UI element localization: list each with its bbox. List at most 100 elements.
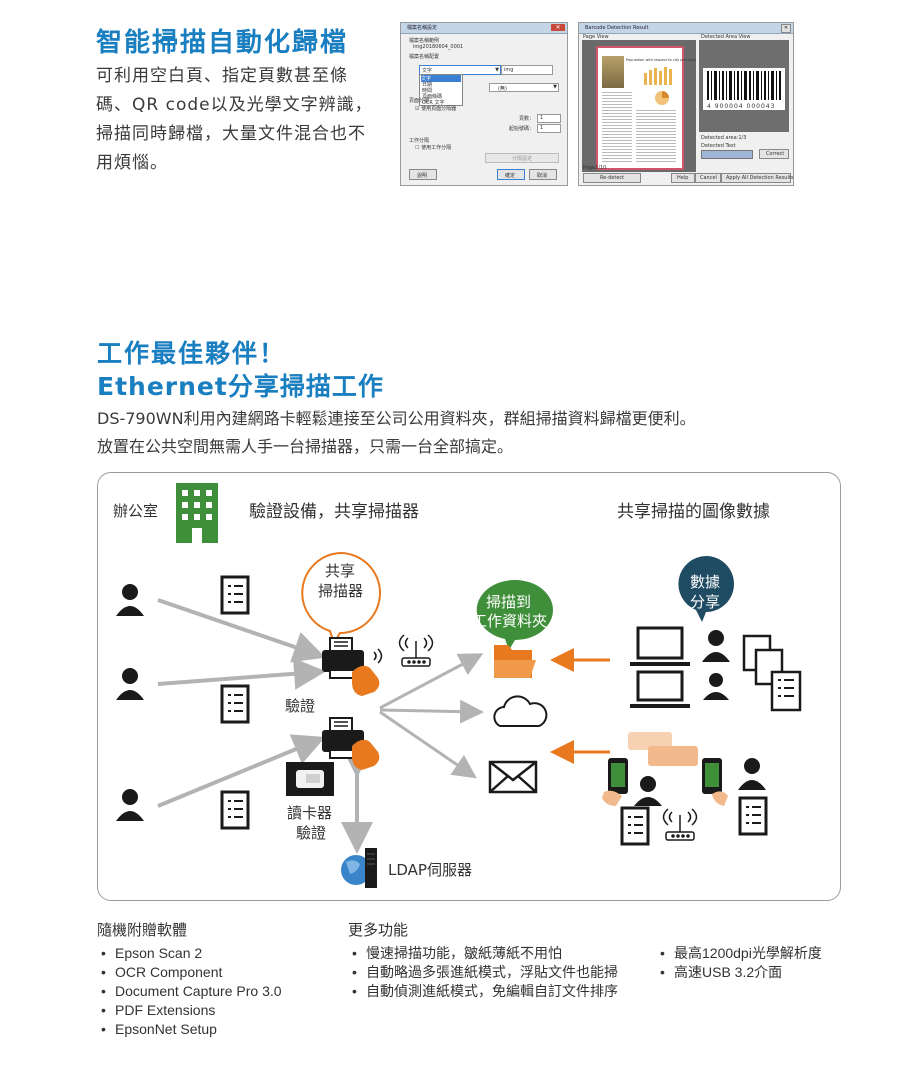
pages-stepper[interactable]: 1: [537, 114, 561, 123]
ok-button-label: 確定: [505, 173, 516, 179]
card-reader-label-line2: 驗證: [296, 824, 327, 842]
help-button[interactable]: 說明: [409, 169, 437, 180]
share-scanner-label-line1: 共享: [325, 562, 356, 580]
barcode-digits: 4 900004 000043: [707, 103, 776, 110]
features-list-col1: 慢速掃描功能，皺紙薄紙不用怕 自動略過多張進紙模式，浮貼文件也能掃 自動偵測進紙…: [348, 944, 618, 1001]
document-heading: Population with respect to city planning: [626, 58, 696, 62]
section1-line: 掃描同時歸檔，大量文件混合也不: [96, 124, 366, 144]
dialog-title: 檔案名稱設定: [407, 25, 438, 31]
chevron-down-icon: ▼: [553, 84, 557, 90]
detected-text-label: Detected Text: [701, 143, 736, 149]
redetect-button-label: Re-detect: [600, 175, 625, 181]
section2-title-line1: 工作最佳夥伴！: [97, 339, 287, 368]
filename-text-input[interactable]: img: [501, 65, 553, 75]
dialog-field1-value: img20180604_0001: [413, 44, 464, 50]
detected-area-count: Detected area:1/3: [701, 135, 747, 141]
close-icon[interactable]: ✕: [781, 24, 791, 33]
software-list: Epson Scan 2 OCR Component Document Capt…: [97, 944, 282, 1039]
page-counter: Page1/10: [583, 165, 607, 171]
document-text-block: [602, 92, 632, 162]
office-label: 辦公室: [113, 502, 159, 520]
section1-line: 碼、QR code以及光學文字辨識，: [96, 95, 373, 115]
cancel-button[interactable]: 取消: [529, 169, 557, 180]
section1-title: 智能掃描自動化歸檔: [96, 28, 349, 58]
dialog-titlebar: 檔案名稱設定 ✕: [401, 23, 567, 34]
barcode-cancel-button[interactable]: Cancel: [695, 173, 721, 183]
scan-to-folder-label-line2: 工作資料夾: [472, 612, 548, 630]
network-diagram: [97, 472, 841, 901]
card-reader-label-line1: 讀卡器: [287, 804, 333, 822]
list-item: EpsonNet Setup: [97, 1020, 282, 1039]
job-split-checkbox[interactable]: ☐ 使用工作分隔: [415, 145, 452, 151]
apply-all-button[interactable]: Apply All Detection Results: [721, 173, 794, 183]
cancel-button-label: 取消: [537, 173, 548, 179]
job-split-label: 工作分隔: [409, 138, 430, 144]
detected-text-input[interactable]: [701, 150, 753, 159]
page-view-label: Page View: [583, 34, 609, 40]
dropdown-option[interactable]: 時間: [422, 88, 433, 94]
document-bar-chart: [644, 67, 672, 85]
document-page: Population with respect to city planning: [596, 46, 695, 170]
list-item: 最高1200dpi光學解析度: [656, 944, 822, 963]
pages-value: 1: [540, 115, 544, 121]
file-naming-dialog-screenshot: 檔案名稱設定 ✕ 檔案名稱範例 img20180604_0001 檔案名稱配置 …: [400, 22, 568, 186]
redetect-button[interactable]: Re-detect: [583, 173, 641, 183]
start-number-value: 1: [540, 125, 544, 131]
list-item: Epson Scan 2: [97, 944, 282, 963]
features-list-col2: 最高1200dpi光學解析度 高速USB 3.2介面: [656, 944, 822, 982]
filename-text-value: img: [504, 67, 514, 73]
document-text-block: [636, 110, 676, 162]
correct-button[interactable]: Correct: [759, 149, 789, 159]
section1-line: 用煩惱。: [96, 153, 168, 173]
list-item: 慢速掃描功能，皺紙薄紙不用怕: [348, 944, 618, 963]
page-split-checkbox-label: 使用頁面分隔器: [421, 106, 457, 112]
start-number-stepper[interactable]: 1: [537, 124, 561, 133]
section2-title-line2: Ethernet分享掃描工作: [97, 372, 384, 401]
dropdown-selected: 文字: [422, 68, 433, 74]
start-number-label: 起始號碼：: [509, 126, 535, 132]
data-share-label-line1: 數據: [690, 573, 721, 591]
dialog-field2-label: 檔案名稱配置: [409, 54, 440, 60]
split-settings-label: 分隔設定: [512, 156, 533, 162]
page-view-panel[interactable]: Population with respect to city planning: [582, 40, 696, 172]
features-heading: 更多功能: [348, 921, 409, 939]
verify-label: 驗證: [285, 697, 316, 715]
list-item: 自動略過多張進紙模式，浮貼文件也能掃: [348, 963, 618, 982]
help-button-label: 說明: [417, 173, 428, 179]
list-item: OCR Component: [97, 963, 282, 982]
barcode-cancel-button-label: Cancel: [700, 175, 717, 181]
scan-to-folder-label-line1: 掃描到: [486, 593, 532, 611]
close-icon[interactable]: ✕: [551, 24, 565, 31]
dropdown-option[interactable]: 文字: [421, 75, 461, 82]
dropdown-option[interactable]: 頁面條碼: [422, 94, 443, 100]
section2-desc-line2: 放置在公共空間無需人手一台掃描器，只需一台全部搞定。: [97, 437, 514, 456]
list-item: 自動偵測進紙模式，免編輯自訂文件排序: [348, 982, 618, 1001]
split-settings-button[interactable]: 分隔設定: [485, 153, 559, 163]
barcode-image: [703, 68, 785, 110]
separator-value: (無): [498, 86, 507, 92]
barcode-window-titlebar: Barcode Detection Result ✕: [579, 23, 793, 34]
dropdown-option[interactable]: OCR 文字: [422, 100, 445, 106]
barcode-detection-screenshot: Barcode Detection Result ✕ Page View Det…: [578, 22, 794, 186]
section1-description: 可利用空白頁、指定頁數甚至條 碼、QR code以及光學文字辨識， 掃描同時歸檔…: [96, 62, 386, 178]
ldap-server-label: LDAP伺服器: [388, 861, 472, 879]
barcode-window-title: Barcode Detection Result: [585, 25, 649, 31]
page-split-label: 頁面分隔: [409, 98, 430, 104]
verify-heading: 驗證設備，共享掃描器: [249, 502, 419, 522]
apply-all-button-label: Apply All Detection Results: [726, 175, 794, 181]
correct-button-label: Correct: [766, 151, 785, 157]
section2-desc-line1: DS-790WN利用內建網路卡輕鬆連接至公司公用資料夾，群組掃描資料歸檔更便利。: [97, 409, 696, 428]
document-photo: [602, 56, 624, 88]
shared-data-heading: 共享掃描的圖像數據: [617, 502, 770, 522]
list-item: Document Capture Pro 3.0: [97, 982, 282, 1001]
separator-dropdown[interactable]: (無) ▼: [489, 83, 559, 92]
dropdown-options-list[interactable]: 文字 日期 時間 頁面條碼 OCR 文字: [419, 74, 463, 106]
dropdown-option[interactable]: 日期: [422, 82, 433, 88]
ok-button[interactable]: 確定: [497, 169, 525, 180]
barcode-help-button[interactable]: Help: [671, 173, 695, 183]
barcode-help-button-label: Help: [677, 175, 689, 181]
job-split-checkbox-label: 使用工作分隔: [421, 145, 452, 151]
data-share-label-line2: 分享: [690, 593, 721, 611]
page-split-checkbox[interactable]: ☑ 使用頁面分隔器: [415, 106, 457, 112]
detected-area-panel: 4 900004 000043: [699, 40, 789, 132]
